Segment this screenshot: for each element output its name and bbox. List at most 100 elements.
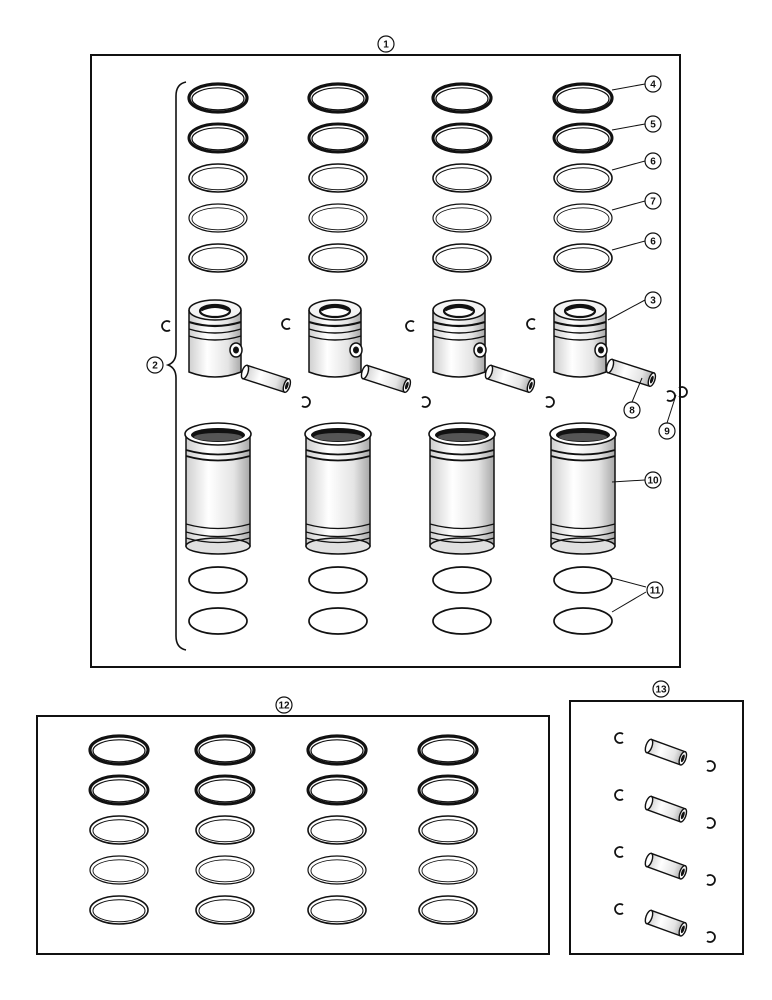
kit-ring	[88, 734, 150, 766]
cylinder-sleeve	[428, 422, 496, 555]
retainer-clip	[161, 320, 171, 332]
callout-8: 8	[623, 401, 641, 419]
kit-ring	[89, 855, 149, 885]
kit-ring	[417, 774, 479, 806]
kit-ring	[195, 815, 255, 845]
piston	[188, 299, 243, 378]
callout-4-label: 4	[650, 80, 656, 91]
callout-6-upper-label: 6	[650, 157, 656, 168]
kit-ring	[307, 895, 367, 925]
piston-ring-group	[187, 82, 614, 273]
set-bracket	[165, 81, 187, 651]
kit-ring	[89, 895, 149, 925]
callout-6-upper: 6	[644, 152, 662, 170]
retainer-clip	[281, 318, 291, 330]
ring-kit-group	[88, 734, 479, 925]
retainer-clip	[614, 789, 624, 801]
kit-ring	[307, 815, 367, 845]
retainer-clip	[614, 732, 624, 744]
piston-ring	[187, 82, 249, 114]
retainer-clip	[678, 386, 688, 398]
pin-kit-frame	[569, 700, 744, 955]
piston-ring	[431, 122, 493, 154]
retainer-clip	[666, 390, 676, 402]
sleeve-seal	[308, 566, 368, 594]
piston-ring	[308, 243, 368, 273]
callout-13: 13	[652, 680, 670, 698]
retainer-clip	[405, 320, 415, 332]
piston	[308, 299, 363, 378]
callout-4: 4	[644, 75, 662, 93]
kit-ring	[194, 774, 256, 806]
piston	[553, 299, 608, 378]
callout-13-label: 13	[655, 685, 667, 696]
cylinder-sleeve	[549, 422, 617, 555]
sleeve-seal	[188, 566, 248, 594]
piston-pin	[644, 852, 688, 880]
callout-8-label: 8	[629, 406, 635, 417]
pin-kit-group	[614, 732, 716, 943]
callout-10: 10	[644, 471, 662, 489]
callout-10-label: 10	[647, 476, 659, 487]
retainer-clip	[526, 318, 536, 330]
cylinder-sleeve-group	[184, 422, 617, 555]
retainer-clip	[706, 817, 716, 829]
kit-ring	[306, 774, 368, 806]
piston-ring	[307, 122, 369, 154]
retainer-clip	[614, 903, 624, 915]
sleeve-seal	[553, 566, 613, 594]
piston-ring	[188, 203, 248, 233]
piston-ring	[187, 122, 249, 154]
piston-ring	[188, 163, 248, 193]
callout-5-label: 5	[650, 120, 656, 131]
piston-ring	[553, 203, 613, 233]
retainer-clip	[421, 396, 431, 408]
ring-kit-frame	[36, 715, 550, 955]
kit-ring	[306, 734, 368, 766]
kit-ring	[195, 895, 255, 925]
piston-pin	[644, 909, 688, 937]
sleeve-seal	[188, 607, 248, 635]
callout-6-lower-label: 6	[650, 237, 656, 248]
piston-ring	[431, 82, 493, 114]
leader-lines	[607, 83, 677, 613]
sleeve-seal	[432, 566, 492, 594]
piston-ring	[432, 243, 492, 273]
retainer-clip	[301, 396, 311, 408]
sleeve-seal	[308, 607, 368, 635]
kit-ring	[195, 855, 255, 885]
callout-3-label: 3	[650, 296, 656, 307]
kit-ring	[418, 855, 478, 885]
retainer-clip	[545, 396, 555, 408]
kit-ring	[418, 815, 478, 845]
callout-9-label: 9	[664, 427, 670, 438]
callout-5: 5	[644, 115, 662, 133]
piston-ring	[308, 203, 368, 233]
kit-ring	[194, 734, 256, 766]
piston-pin	[484, 364, 536, 394]
callout-7-label: 7	[650, 197, 656, 208]
piston-ring	[188, 243, 248, 273]
callout-6-lower: 6	[644, 232, 662, 250]
piston-pin	[240, 364, 292, 394]
piston-pin	[605, 358, 657, 388]
piston-kit-frame	[90, 54, 681, 668]
kit-ring	[418, 895, 478, 925]
piston-pin	[644, 738, 688, 766]
piston-ring	[432, 163, 492, 193]
piston-ring	[308, 163, 368, 193]
piston-ring	[552, 122, 614, 154]
callout-12-label: 12	[278, 701, 290, 712]
piston-pin	[360, 364, 412, 394]
kit-ring	[89, 815, 149, 845]
callout-2: 2	[146, 356, 164, 374]
callout-2-label: 2	[152, 361, 158, 372]
retainer-clip	[706, 874, 716, 886]
callout-9: 9	[658, 422, 676, 440]
kit-ring	[307, 855, 367, 885]
piston-ring	[307, 82, 369, 114]
retainer-clip	[706, 931, 716, 943]
piston-ring	[552, 82, 614, 114]
sleeve-seal	[553, 607, 613, 635]
